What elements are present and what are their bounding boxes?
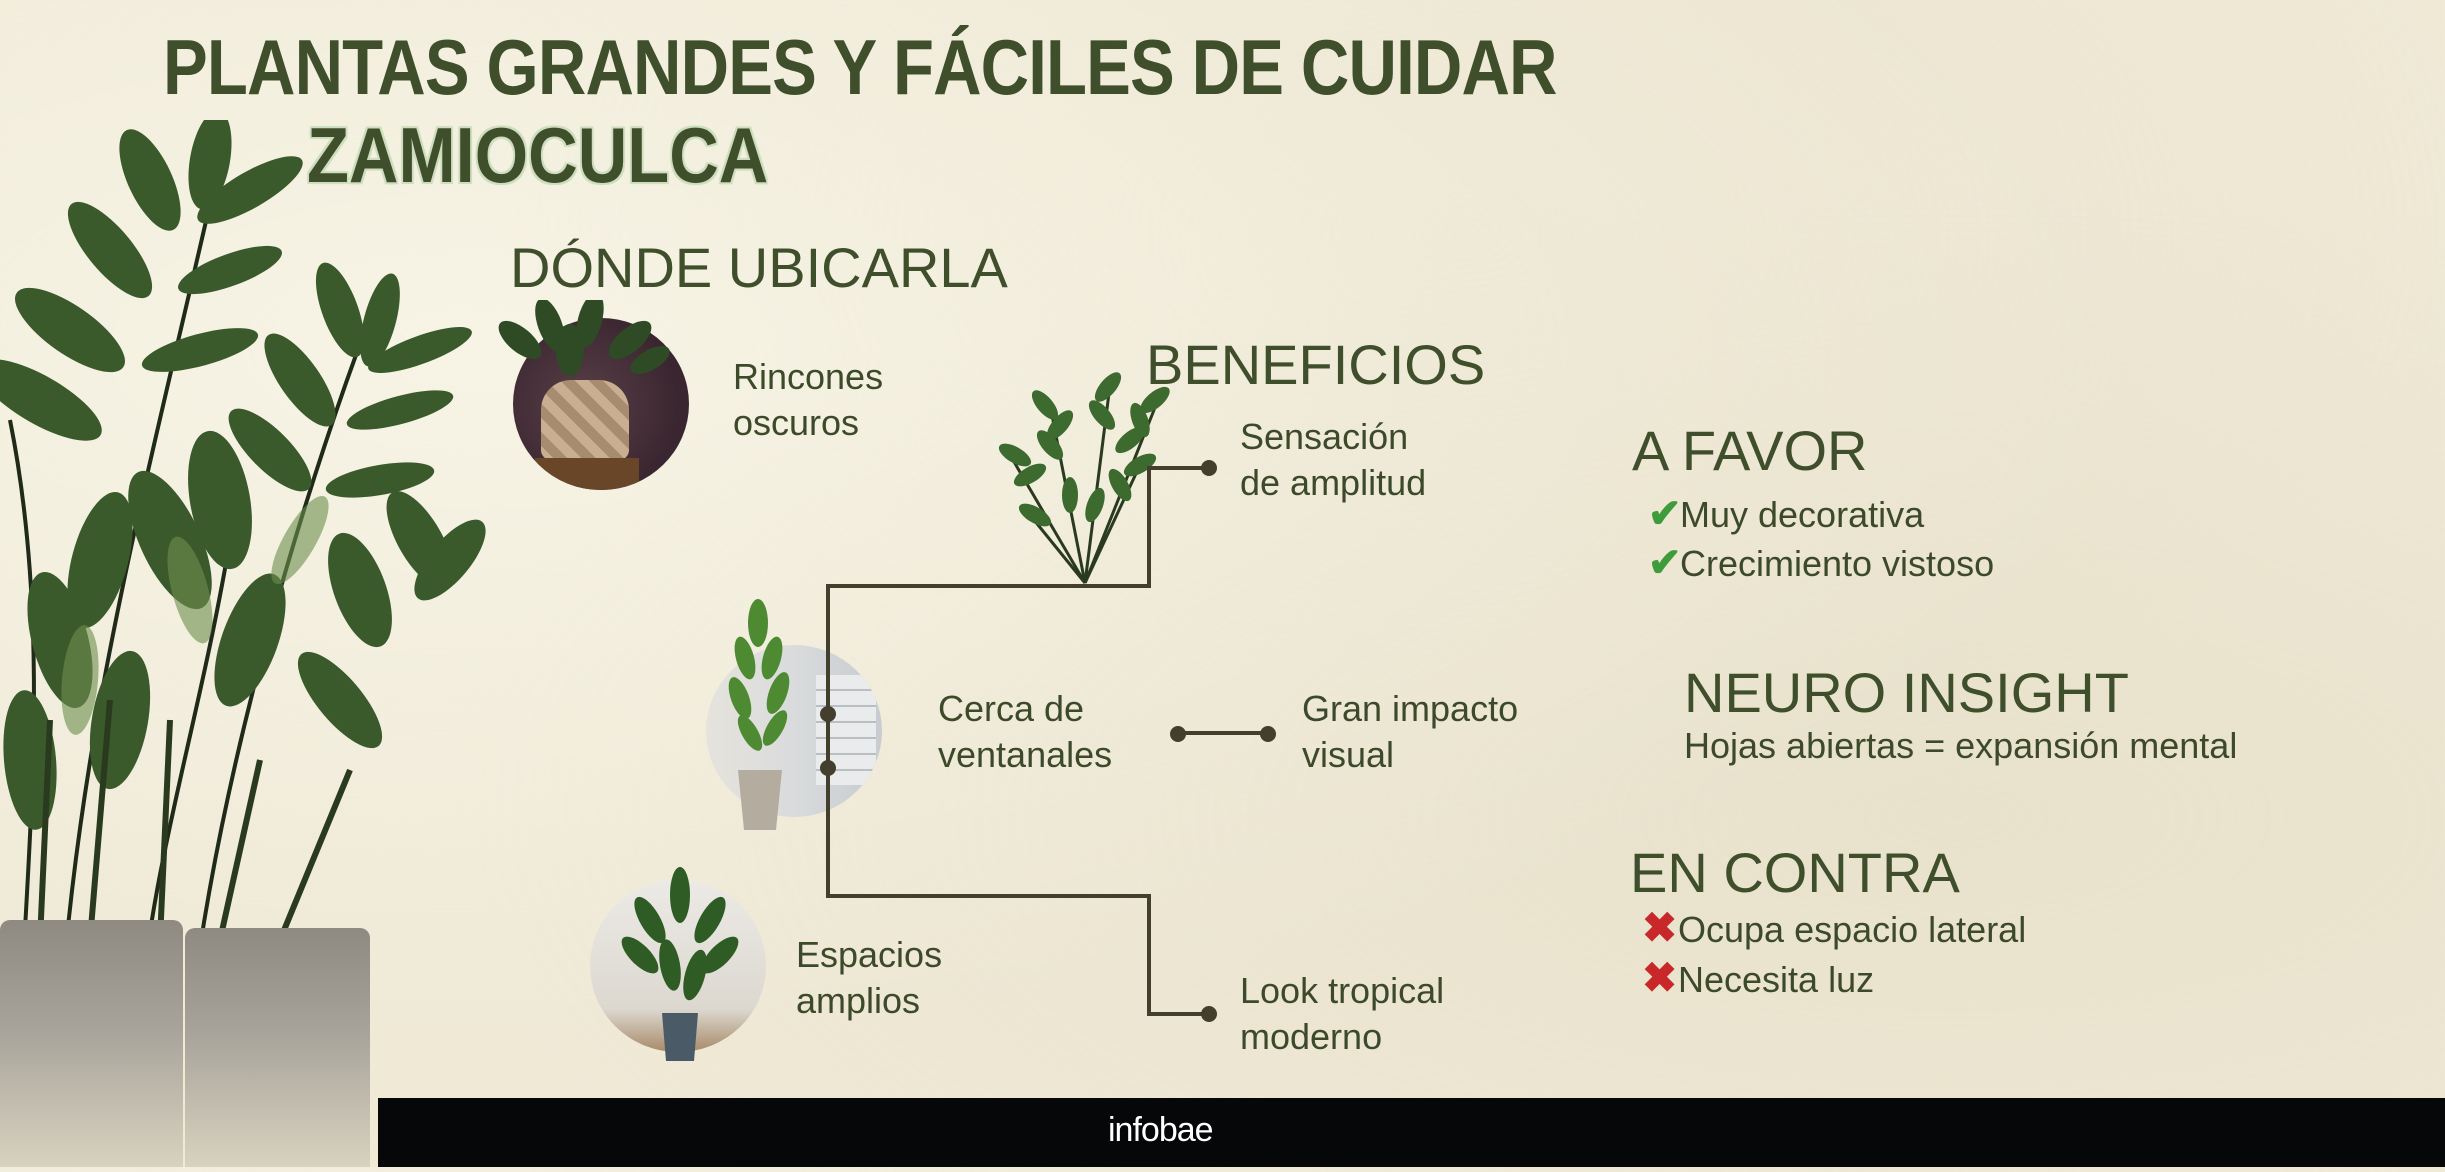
en-contra-item: ✖Ocupa espacio lateral xyxy=(1642,904,2026,954)
benefit-line1: Sensación xyxy=(1240,416,1409,457)
check-icon: ✔ xyxy=(1648,492,1682,536)
location-line2: ventanales xyxy=(938,734,1113,775)
connector-dot-upper xyxy=(820,706,836,722)
connector-middle-line xyxy=(1178,731,1268,735)
location-line2: amplios xyxy=(796,980,921,1021)
beneficios-heading: BENEFICIOS xyxy=(1146,333,1486,396)
window-plant xyxy=(720,598,800,833)
a-favor-item: ✔Muy decorativa xyxy=(1648,490,1994,539)
location-line1: Rincones xyxy=(733,356,884,397)
a-favor-item: ✔Crecimiento vistoso xyxy=(1648,539,1994,588)
plant-illustration-icon xyxy=(0,110,486,1021)
connector-top-vertical xyxy=(1147,466,1151,588)
neuro-insight-heading: NEURO INSIGHT xyxy=(1684,661,2129,724)
en-contra-item-text: Ocupa espacio lateral xyxy=(1678,909,2027,950)
connector-bottom-branch xyxy=(1147,1012,1207,1016)
plant-name-subtitle: ZAMIOCULCA xyxy=(307,111,769,199)
neuro-insight-text: Hojas abiertas = expansión mental xyxy=(1684,725,2238,766)
location-line1: Espacios xyxy=(796,934,943,975)
a-favor-item-text: Muy decorativa xyxy=(1680,494,1925,535)
location-line2: oscuros xyxy=(733,402,860,443)
infobae-logo[interactable]: infobae xyxy=(1108,1111,1214,1149)
location-item-espacios: Espacios amplios xyxy=(796,932,942,1024)
zz-plant-icon xyxy=(728,599,790,830)
benefit-line2: de amplitud xyxy=(1240,462,1427,503)
connector-dot-lower xyxy=(820,760,836,776)
benefit-item-impacto: Gran impacto visual xyxy=(1302,686,1518,778)
page-title: PLANTAS GRANDES Y FÁCILES DE CUIDAR xyxy=(163,23,1557,111)
cross-icon: ✖ xyxy=(1642,904,1678,951)
a-favor-item-text: Crecimiento vistoso xyxy=(1680,543,1995,584)
benefit-item-sensacion: Sensación de amplitud xyxy=(1240,414,1426,506)
beneficios-plant-image xyxy=(990,365,1180,585)
basket-shape xyxy=(541,380,629,460)
connector-dot-look xyxy=(1201,1006,1217,1022)
connector-bottom-vertical xyxy=(1147,894,1151,1016)
zz-plant-top-icon xyxy=(998,372,1170,584)
en-contra-item-text: Necesita luz xyxy=(1678,959,1875,1000)
basket-plant-leaves xyxy=(490,292,670,390)
large-zamioculca-plants-image xyxy=(0,110,490,1167)
cross-icon: ✖ xyxy=(1642,954,1678,1001)
connector-dot-sensacion xyxy=(1201,460,1217,476)
connector-top-horizontal xyxy=(826,584,1150,588)
location-item-ventanales: Cerca de ventanales xyxy=(938,686,1112,778)
a-favor-heading: A FAVOR xyxy=(1632,419,1868,482)
footer-bar xyxy=(378,1098,2445,1167)
benefit-line2: visual xyxy=(1302,734,1395,775)
zz-plant-blue-pot-icon xyxy=(621,867,739,1061)
en-contra-heading: EN CONTRA xyxy=(1630,841,1960,904)
benefit-item-look: Look tropical moderno xyxy=(1240,968,1444,1060)
location-line1: Cerca de xyxy=(938,688,1085,729)
en-contra-item: ✖Necesita luz xyxy=(1642,954,2026,1004)
a-favor-list: ✔Muy decorativa ✔Crecimiento vistoso xyxy=(1648,490,1994,588)
connector-bottom-horizontal xyxy=(826,894,1150,898)
donde-ubicarla-heading: DÓNDE UBICARLA xyxy=(510,236,1008,299)
stool-shape xyxy=(535,458,639,490)
check-icon: ✔ xyxy=(1648,541,1682,585)
benefit-line2: moderno xyxy=(1240,1016,1383,1057)
en-contra-list: ✖Ocupa espacio lateral ✖Necesita luz xyxy=(1642,904,2026,1004)
connector-top-branch xyxy=(1147,466,1207,470)
fern-leaves-icon xyxy=(498,292,670,376)
benefit-line1: Look tropical xyxy=(1240,970,1445,1011)
connector-main-vertical xyxy=(826,584,830,898)
location-item-rincones: Rincones oscuros xyxy=(733,354,883,446)
connector-dot-middle-right xyxy=(1260,726,1276,742)
right-pot xyxy=(185,928,370,1167)
blue-pot-plant xyxy=(610,865,750,1065)
left-pot xyxy=(0,920,183,1167)
benefit-line1: Gran impacto xyxy=(1302,688,1519,729)
